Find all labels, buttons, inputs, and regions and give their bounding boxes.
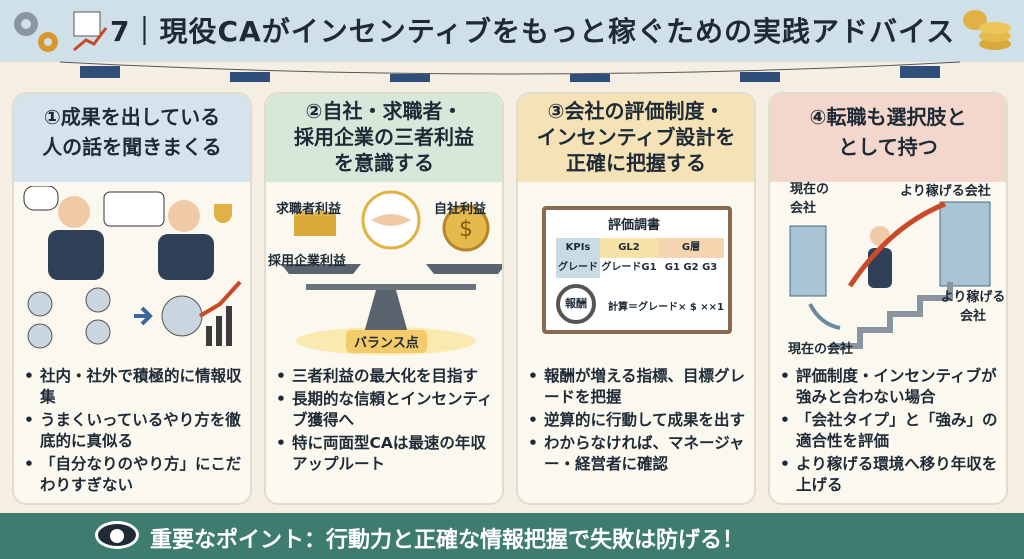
evaluation-document: 評価調書 KPIs GL2 G層 グレード グレードG1 G1 G2 G3 報酬… [542, 206, 732, 334]
kpis-cell: KPIs [556, 238, 600, 258]
current-company-label: 現在の会社 [790, 182, 830, 216]
point-item: 長期的な信頼とインセンティブ獲得へ [276, 389, 496, 431]
g2-badge: G2 [683, 262, 699, 273]
grade-cell: グレード [556, 258, 600, 278]
career-stairs-illustration [789, 201, 991, 349]
coins-icon [963, 10, 1011, 50]
card-title-line: 正確に把握する [566, 151, 706, 175]
reward-magnifier: 報酬 [556, 284, 596, 324]
card-title-line: ①成果を出している [43, 105, 221, 129]
card-title-line: 採用企業の三者利益 [294, 125, 474, 149]
card-header: ①成果を出している 人の話を聞きまくる [14, 94, 250, 182]
card-header: ②自社・求職者・ 採用企業の三者利益 を意識する [266, 94, 502, 182]
point-item: 評価制度・インセンティブが強みと合わない場合 [780, 366, 1000, 408]
card-header: ③会社の評価制度・ インセンティブ設計を 正確に把握する [518, 94, 754, 182]
card-title-line: を意識する [334, 151, 434, 175]
current-company-label-2: 現在の会社 [788, 342, 854, 357]
better-company-label-2: より稼げる会社 [940, 290, 1006, 324]
card-title-line: ②自社・求職者・ [305, 99, 463, 123]
g-cell: G層 [658, 238, 724, 258]
card-title-line: インセンティブ設計を [536, 125, 736, 149]
header: 7｜現役CAがインセンティブをもっと稼ぐための実践アドバイス [0, 0, 1024, 62]
point-item: 逆算的に行動して成果を出す [528, 410, 748, 431]
card-evaluation-system: ③会社の評価制度・ インセンティブ設計を 正確に把握する 評価調書 KPIs G… [516, 92, 756, 505]
point-list: 三者利益の最大化を目指す 長期的な信頼とインセンティブ獲得へ 特に両面型CAは最… [276, 366, 496, 477]
bunting-decoration [60, 61, 960, 82]
card-title-line: ④転職も選択肢と [809, 105, 967, 129]
card-title-line: 人の話を聞きまくる [42, 135, 222, 159]
point-list: 社内・社外で積極的に情報収集 うまくいっているやり方を徹底的に真似る 「自分なり… [24, 366, 244, 498]
card-title-line: ③会社の評価制度・ [547, 99, 725, 123]
svg-text:$: $ [459, 217, 473, 242]
point-item: わからなければ、マネージャー・経営者に確認 [528, 433, 748, 475]
point-item: 「自分なりのやり方」にこだわりすぎない [24, 454, 244, 496]
point-list: 評価制度・インセンティブが強みと合わない場合 「会社タイプ」と「強み」の適合性を… [780, 366, 1000, 498]
point-item: 三者利益の最大化を目指す [276, 366, 496, 387]
point-item: より稼げる環境へ移り年収を上げる [780, 454, 1000, 496]
point-list: 報酬が増える指標、目標グレードを把握 逆算的に行動して成果を出す わからなければ… [528, 366, 748, 477]
conversation-illustration [23, 186, 242, 349]
better-company-label: より稼げる会社 [900, 184, 991, 199]
card-header: ④転職も選択肢と として持つ [770, 94, 1006, 182]
balance-point-label: バランス点 [346, 330, 427, 353]
client-benefit-label: 採用企業利益 [268, 254, 347, 269]
gears-chart-icon [14, 11, 108, 52]
page-title: 7｜現役CAがインセンティブをもっと稼ぐための実践アドバイス [110, 15, 956, 48]
job-seeker-benefit-label: 求職者利益 [276, 202, 342, 217]
card-triple-benefit: ②自社・求職者・ 採用企業の三者利益 を意識する $ 求職者利益 自社利益 採用… [264, 92, 504, 505]
point-item: 報酬が増える指標、目標グレードを把握 [528, 366, 748, 408]
point-item: 社内・社外で積極的に情報収集 [24, 366, 244, 408]
point-item: 特に両面型CAは最速の年収アップルート [276, 433, 496, 475]
gl2-cell: GL2 [600, 238, 658, 258]
card-title-line: として持つ [838, 135, 938, 159]
formula-text: 計算＝グレード× $ ××1 [608, 302, 725, 313]
point-item: うまくいっているやり方を徹底的に真似る [24, 410, 244, 452]
g3-badge: G3 [702, 262, 718, 273]
card-job-change-option: ④転職も選択肢と として持つ 現在の会社 より稼げる会社 より稼げる会社 現在の… [768, 92, 1008, 505]
key-point-text: 重要なポイント：行動力と正確な情報把握で失敗は防げる！ [150, 528, 745, 553]
grade-g1-cell: グレードG1 [601, 262, 657, 273]
g1-badge: G1 [664, 262, 680, 273]
document-title: 評価調書 [608, 218, 661, 233]
eye-icon [95, 521, 139, 549]
grade-badges: G1 G2 G3 [658, 258, 724, 278]
company-benefit-label: 自社利益 [434, 202, 487, 217]
point-item: 「会社タイプ」と「強み」の適合性を評価 [780, 410, 1000, 452]
key-point-banner: 重要なポイント：行動力と正確な情報把握で失敗は防げる！ [0, 513, 1024, 559]
card-listen-to-top-performers: ①成果を出している 人の話を聞きまくる 社内・社外で積極的に情報収集 うまくいっ… [12, 92, 252, 505]
